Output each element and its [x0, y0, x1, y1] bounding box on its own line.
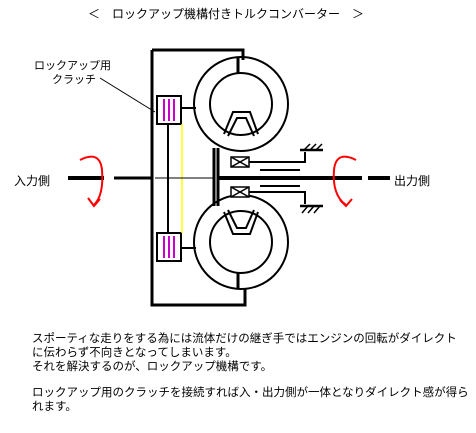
clutch-label: クラッチ	[52, 73, 96, 86]
one-way-clutch-icon	[230, 156, 250, 198]
description-line: に伝わらず不向きとなってしまいます。	[32, 345, 237, 359]
description-line: ロックアップ用のクラッチを接続すれば入・出力側が一体となりダイレクト感が得ら	[32, 385, 469, 399]
rotation-arrow-icon	[79, 155, 104, 208]
lockup-clutch-bottom	[156, 232, 182, 262]
lockup-clutch-top	[156, 95, 182, 125]
diagram-title: ＜ ロックアップ機構付きトルクコンバーター ＞	[88, 7, 365, 21]
description-line: れます。	[32, 399, 77, 413]
description-line: スポーティな走りをする為には流体だけの継ぎ手ではエンジンの回転がダイレクト	[32, 331, 457, 345]
clutch-label: ロックアップ用	[34, 59, 111, 72]
torus-lower	[193, 194, 289, 290]
stator-fixed-ground-icon	[300, 143, 323, 214]
clutch-leader-line	[99, 77, 156, 113]
stator-shaft	[249, 152, 306, 204]
hub-plates	[212, 148, 220, 206]
description-line: それを解決するのが、ロックアップ機構です。	[32, 359, 273, 373]
rotation-arrow-icon	[332, 155, 357, 208]
input-side-label: 入力側	[14, 174, 51, 188]
torus-upper	[193, 56, 289, 152]
output-side-label: 出力側	[394, 174, 431, 188]
